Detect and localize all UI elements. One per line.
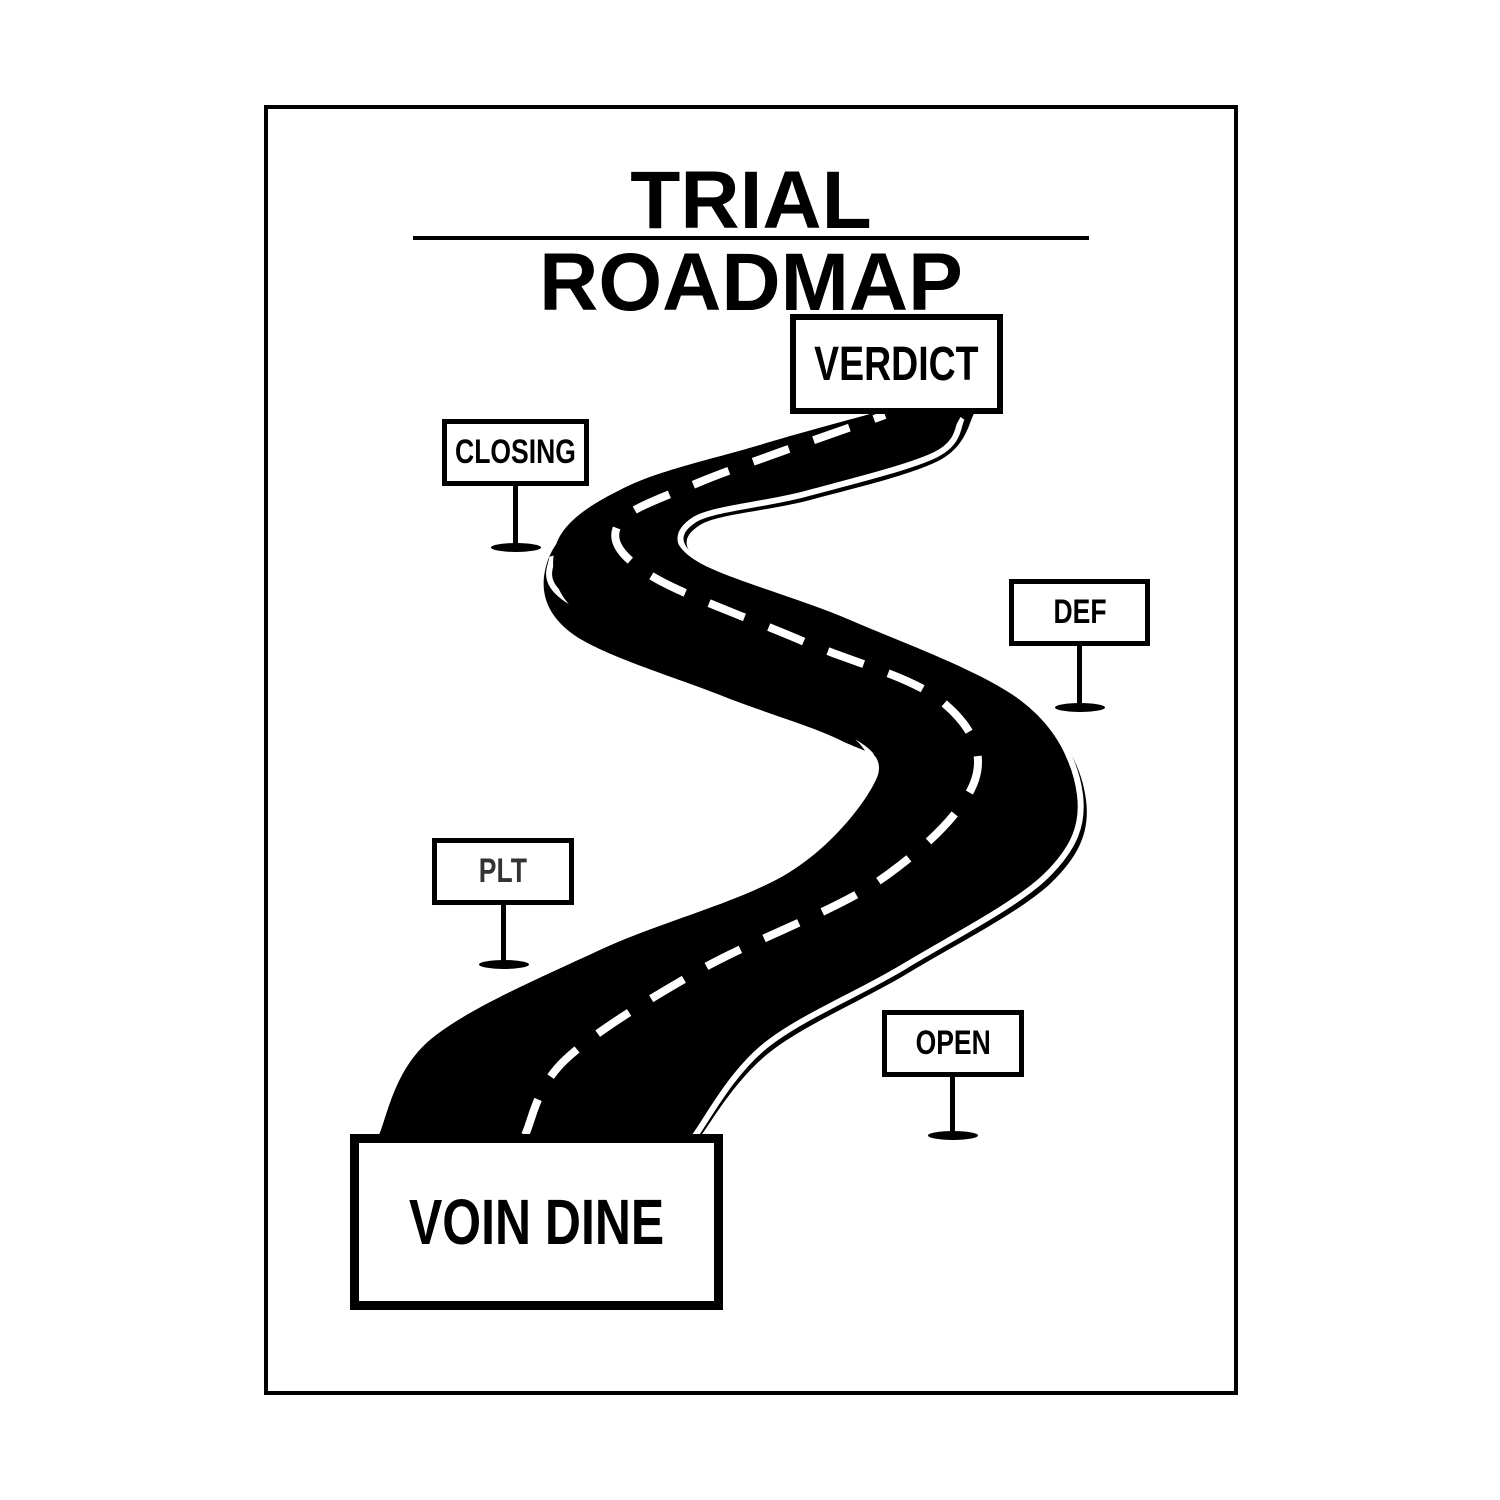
sign-voir-dire: VOIN DINE <box>350 1134 723 1310</box>
sign-label: CLOSING <box>455 433 576 471</box>
sign-post <box>950 1077 955 1135</box>
page-title: TRIAL ROADMAP <box>539 155 963 328</box>
sign-post <box>513 486 518 546</box>
road-center-dashes <box>521 411 982 1137</box>
sign-open: OPEN <box>882 1010 1024 1077</box>
sign-label: PLT <box>478 852 528 890</box>
sign-post <box>501 905 506 963</box>
sign-label: OPEN <box>915 1024 991 1062</box>
sign-label: DEF <box>1052 593 1107 631</box>
title-underline <box>413 236 1089 240</box>
sign-post <box>1077 646 1082 706</box>
sign-base <box>928 1131 978 1140</box>
road-surface <box>378 410 1076 1137</box>
sign-verdict: VERDICT <box>790 314 1003 414</box>
sign-base <box>479 960 529 969</box>
sign-base <box>1055 703 1105 712</box>
sign-label: VERDICT <box>814 337 979 391</box>
sign-plt: PLT <box>432 838 574 905</box>
poster-frame <box>264 105 1238 1395</box>
sign-base <box>491 543 541 552</box>
sign-def: DEF <box>1009 579 1150 646</box>
sign-closing: CLOSING <box>442 419 589 486</box>
sign-label: VOIN DINE <box>408 1186 665 1258</box>
